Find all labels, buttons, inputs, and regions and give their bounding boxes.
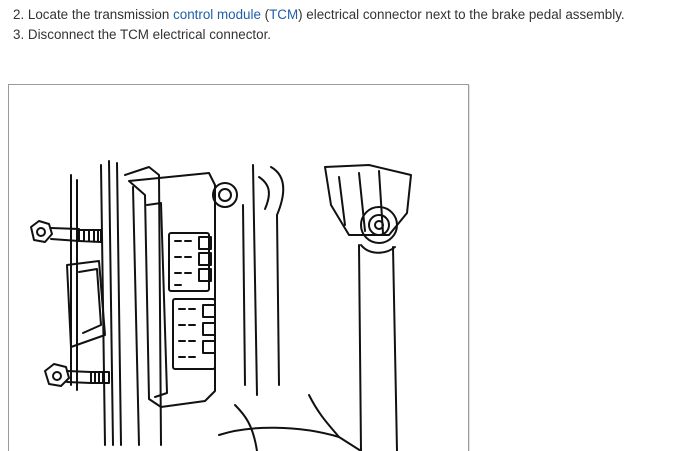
tcm-connector-illustration (30, 160, 412, 451)
pedal-bolt-icon (360, 206, 398, 244)
housing-nut-icon (212, 182, 238, 208)
tcm-link[interactable]: TCM (269, 7, 299, 22)
step-text-before: Locate the transmission (27, 7, 170, 22)
brake-pedal-arm (358, 244, 398, 451)
mounting-bracket (70, 174, 78, 391)
paren-open: ( (264, 7, 270, 22)
step-text: Disconnect the TCM electrical connector. (27, 26, 272, 42)
connector-lower (172, 298, 216, 370)
step-number: 3. (13, 26, 25, 42)
upper-bolt-icon (30, 220, 102, 243)
brake-pedal-bracket (324, 164, 412, 236)
illustration-frame (8, 84, 469, 451)
lower-bolt-icon (44, 363, 110, 387)
step-3: 3. Disconnect the TCM electrical connect… (13, 25, 625, 45)
step-text-after: ) electrical connector next to the brake… (298, 7, 625, 22)
side-plate (66, 260, 106, 348)
step-number: 2. (13, 7, 25, 22)
connector-upper (168, 232, 212, 292)
instruction-steps: 2. Locate the transmission control modul… (13, 5, 625, 44)
tcm-housing (128, 172, 216, 408)
step-2: 2. Locate the transmission control modul… (13, 5, 625, 25)
control-module-link[interactable]: control module (173, 7, 261, 22)
